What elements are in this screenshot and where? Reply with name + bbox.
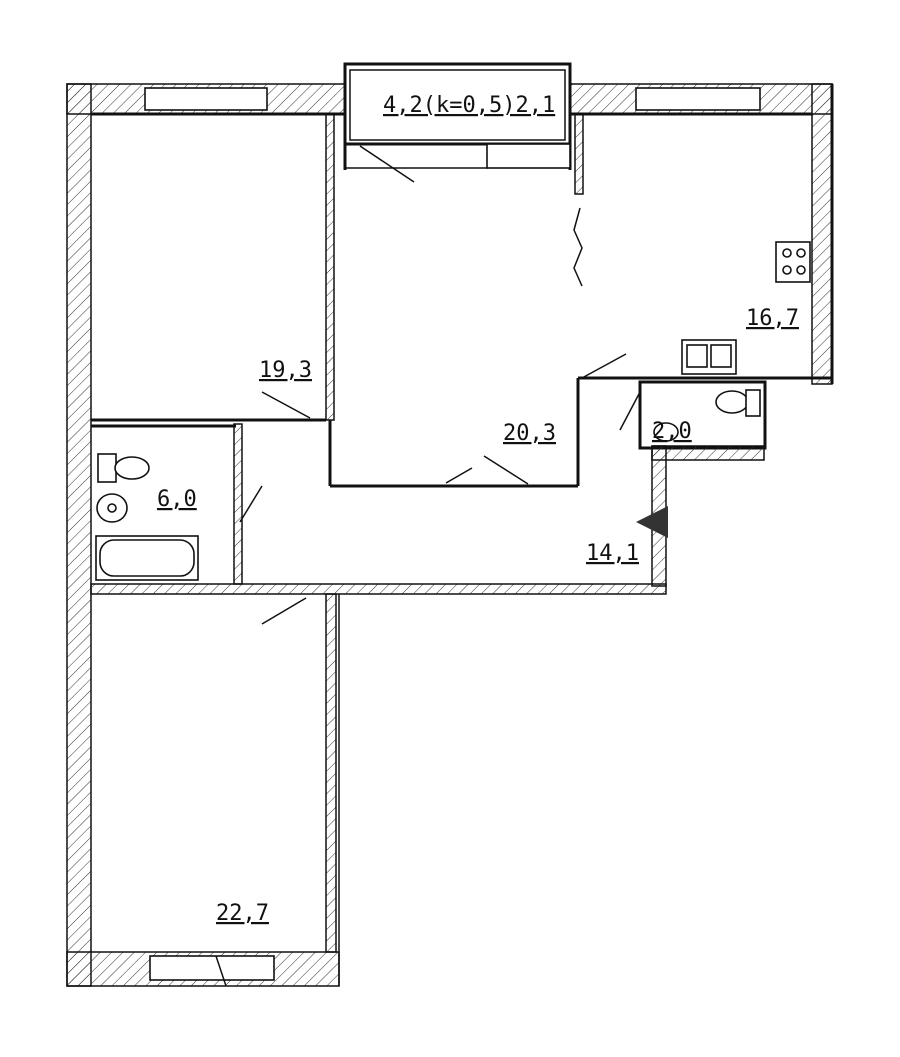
bath-sink-icon (96, 493, 128, 523)
bathroom-area: 6,0 (157, 487, 197, 512)
toilet-icon (715, 389, 761, 417)
interior-walls (90, 84, 834, 986)
exterior-walls (66, 83, 833, 987)
bathtub-icon (95, 535, 199, 581)
entrance-arrow-icon (636, 506, 668, 538)
kitchen-sink-icon (681, 339, 737, 375)
balcony: 4,2(k=0,5)2,1 (343, 62, 572, 146)
doors (215, 145, 641, 987)
kitchen-area: 16,7 (746, 306, 799, 331)
balcony-label: 4,2(k=0,5)2,1 (383, 93, 555, 118)
bedroom-1-area: 19,3 (259, 358, 312, 383)
wc-sink-icon (653, 422, 679, 442)
stove-icon (775, 241, 811, 283)
living-area: 20,3 (503, 421, 556, 446)
fixtures (95, 241, 811, 581)
wc-area: 2,0 (652, 419, 692, 444)
room-labels: 19,3 20,3 16,7 6,0 2,0 14,1 22,7 (157, 306, 799, 926)
hall-area: 14,1 (586, 541, 639, 566)
bedroom-2-area: 22,7 (216, 901, 269, 926)
bath-toilet-icon (97, 453, 150, 483)
